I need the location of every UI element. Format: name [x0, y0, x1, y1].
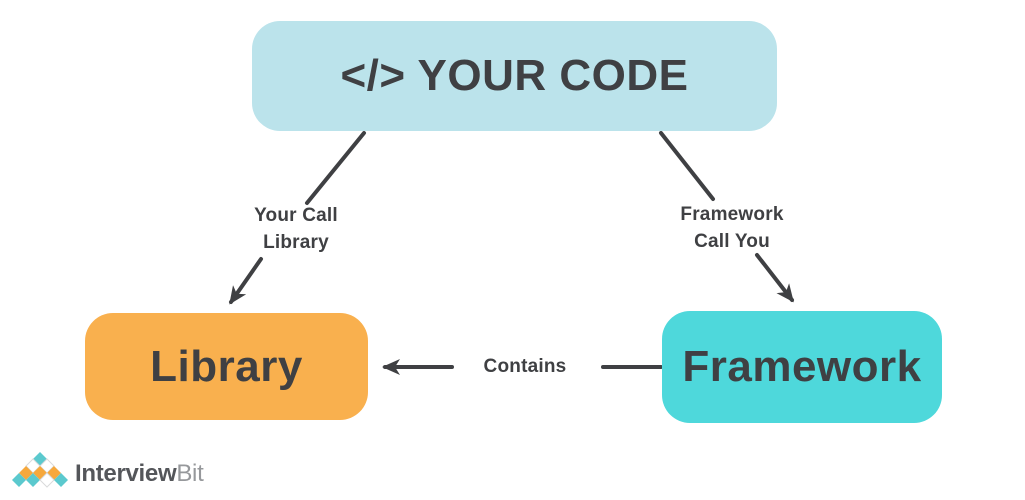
edge-your-code-to-framework-upper: [659, 131, 715, 201]
edge-label-your-call-library: Your Call Library: [216, 202, 376, 256]
edge-label-line: Framework: [680, 204, 784, 225]
interviewbit-pyramid-icon: [12, 452, 68, 488]
interviewbit-wordmark: InterviewBit: [75, 460, 204, 488]
edge-your-code-to-library-upper: [305, 131, 366, 205]
edge-label-line: Library: [263, 232, 329, 253]
library-label: Library: [150, 341, 303, 391]
your-code-node: </> YOUR CODE: [252, 21, 777, 131]
edge-label-framework-call-you: Framework Call You: [652, 201, 812, 255]
framework-label: Framework: [682, 342, 922, 391]
interviewbit-logo: InterviewBit: [12, 450, 204, 490]
edge-your-code-to-framework-lower: [755, 253, 794, 303]
your-code-label: </> YOUR CODE: [340, 51, 689, 100]
edge-your-code-to-library-lower: [229, 257, 263, 305]
framework-node: Framework: [662, 311, 942, 423]
edge-label-line: Your Call: [254, 205, 338, 226]
edge-label-contains: Contains: [455, 353, 595, 380]
logo-text-bold: Interview: [75, 460, 177, 487]
logo-text-light: Bit: [176, 460, 204, 487]
edge-label-line: Call You: [694, 231, 770, 252]
library-node: Library: [85, 313, 368, 420]
edge-label-line: Contains: [483, 356, 567, 377]
